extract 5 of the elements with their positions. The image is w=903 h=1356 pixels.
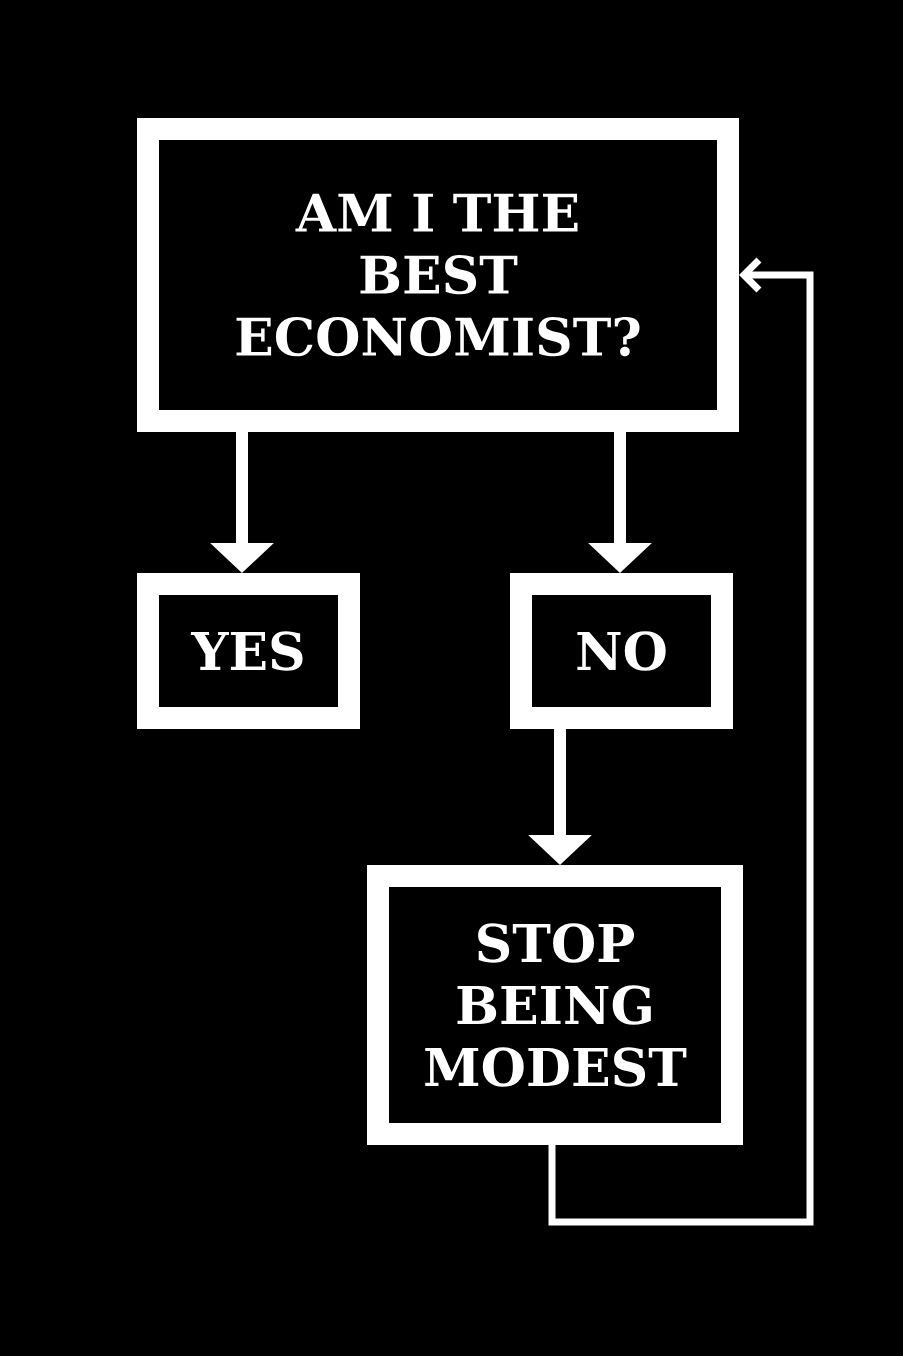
process-box: STOP BEING MODEST [367,865,743,1145]
process-box: AM I THE BEST ECONOMIST? [137,118,739,432]
arrow [548,257,814,1226]
process-box: YES [137,573,360,729]
process-box: NO [510,573,733,729]
